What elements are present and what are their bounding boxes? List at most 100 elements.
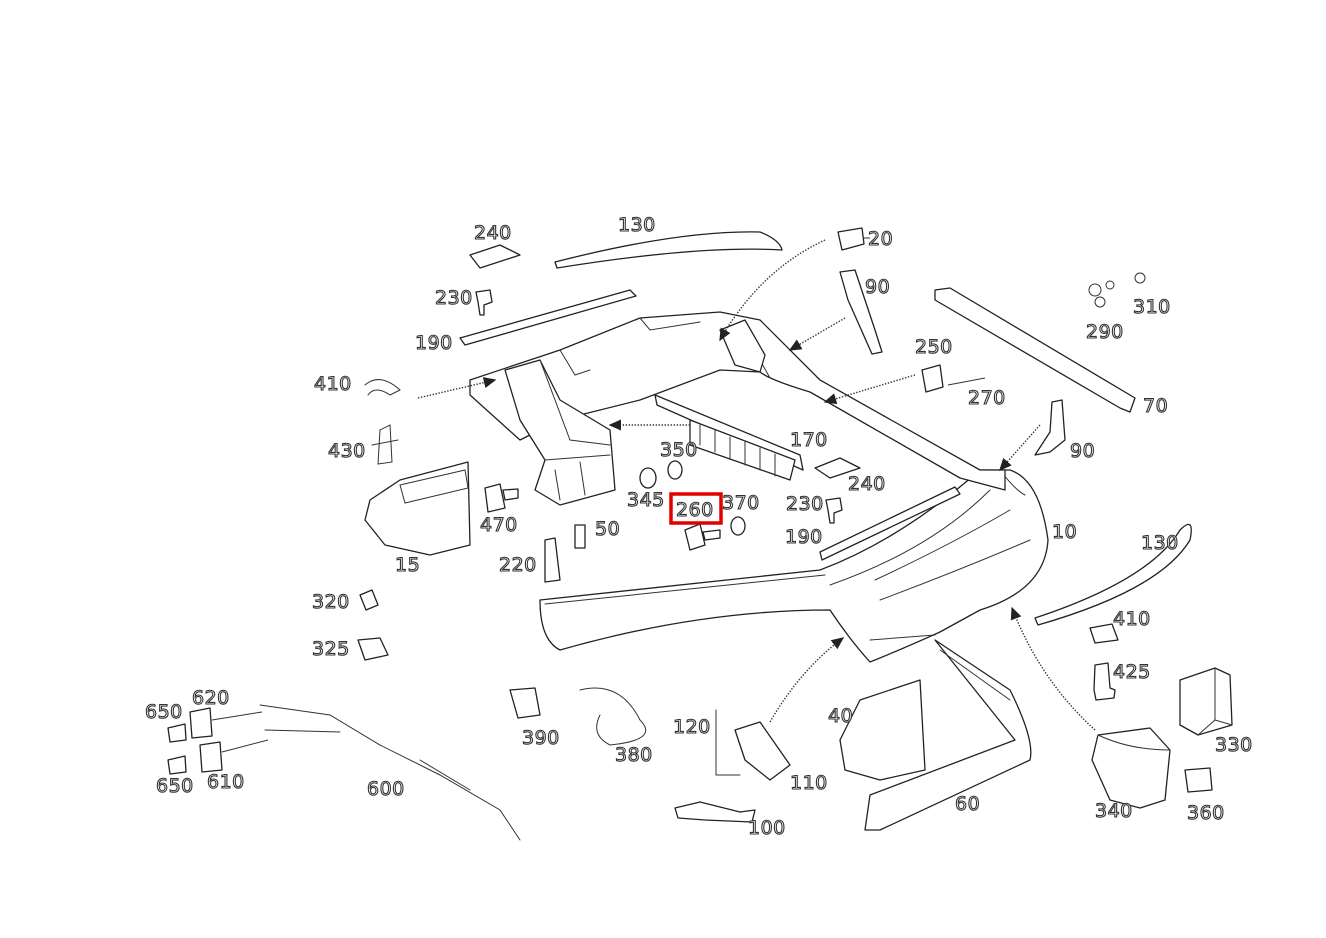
bracket-110 xyxy=(734,721,791,781)
side-bracket-part xyxy=(504,359,616,506)
callout-190-right: 190 xyxy=(785,526,823,548)
module-330 xyxy=(1179,667,1233,736)
clip-430 xyxy=(371,424,399,465)
callout-310: 310 xyxy=(1133,296,1171,318)
harness-600 xyxy=(259,704,521,841)
callout-230-top: 230 xyxy=(435,287,473,309)
guide-strip-190-left xyxy=(459,289,637,346)
callout-410-right: 410 xyxy=(1113,608,1151,630)
callout-260: 260 xyxy=(676,499,714,521)
guide-strip-190-right xyxy=(819,486,961,561)
clip-410-left xyxy=(364,379,401,396)
callout-270: 270 xyxy=(968,387,1006,409)
bolt-470 xyxy=(484,483,519,513)
sensor-620 xyxy=(189,707,263,739)
callout-325: 325 xyxy=(312,638,350,660)
arrow-90 xyxy=(788,317,846,351)
callout-380: 380 xyxy=(615,744,653,766)
callout-360: 360 xyxy=(1187,802,1225,824)
callout-250: 250 xyxy=(915,336,953,358)
callout-170: 170 xyxy=(790,429,828,451)
bumper-carrier-part xyxy=(469,311,1006,491)
bracket-250 xyxy=(921,364,944,393)
callout-130-top: 130 xyxy=(618,214,656,236)
callout-470: 470 xyxy=(480,514,518,536)
pin-50 xyxy=(574,524,586,549)
callout-220: 220 xyxy=(499,554,537,576)
callout-320: 320 xyxy=(312,591,350,613)
callout-430: 430 xyxy=(328,440,366,462)
bolt-260 xyxy=(684,523,721,551)
clip-410-right xyxy=(1089,623,1119,644)
callout-15: 15 xyxy=(395,554,420,576)
callout-330: 330 xyxy=(1215,734,1253,756)
callout-10: 10 xyxy=(1052,521,1077,543)
leader-270 xyxy=(947,377,986,386)
bracket-320 xyxy=(359,589,379,611)
clip-220 xyxy=(544,537,561,583)
callout-120: 120 xyxy=(673,716,711,738)
sensor-610 xyxy=(199,739,269,773)
callout-190-left: 190 xyxy=(415,332,453,354)
callout-600: 600 xyxy=(367,778,405,800)
bolt-425 xyxy=(1093,662,1116,701)
arrow-20 xyxy=(719,239,826,342)
pin-230-top xyxy=(475,289,493,316)
callout-350: 350 xyxy=(660,439,698,461)
arrow-410 xyxy=(417,377,497,399)
callout-90-right: 90 xyxy=(1070,440,1095,462)
clip-20 xyxy=(837,227,865,251)
pin-230-right xyxy=(825,497,843,524)
bracket-325 xyxy=(357,637,389,661)
grommet-650-bottom xyxy=(167,755,187,775)
nut-345 xyxy=(639,467,657,489)
arrow-250 xyxy=(823,374,916,405)
callout-410-left: 410 xyxy=(314,373,352,395)
callout-345: 345 xyxy=(627,489,665,511)
callout-20: 20 xyxy=(868,228,893,250)
callout-40: 40 xyxy=(828,705,853,727)
washer-370 xyxy=(730,516,746,536)
bracket-100 xyxy=(674,801,756,823)
arrow-40 xyxy=(769,637,845,723)
fastener-cluster-290-310 xyxy=(1088,272,1146,308)
highlight-box-260 xyxy=(669,492,723,525)
connector-360 xyxy=(1184,767,1213,793)
callout-90-top: 90 xyxy=(865,276,890,298)
mount-rail-170 xyxy=(654,394,804,481)
callout-610: 610 xyxy=(207,771,245,793)
callout-100: 100 xyxy=(748,817,786,839)
callout-340: 340 xyxy=(1095,800,1133,822)
trim-strip-130-right xyxy=(1034,523,1192,626)
pin-120 xyxy=(715,709,741,776)
callout-230-right: 230 xyxy=(786,493,824,515)
callout-130-right: 130 xyxy=(1141,532,1179,554)
trim-strip-130-top xyxy=(554,231,783,269)
harness-380 xyxy=(579,687,647,746)
pad-240-right xyxy=(814,457,861,479)
callout-370: 370 xyxy=(722,492,760,514)
lower-trim-part xyxy=(864,639,1032,831)
housing-340 xyxy=(1091,727,1171,809)
callout-290: 290 xyxy=(1086,321,1124,343)
callout-620: 620 xyxy=(192,687,230,709)
callout-240-right: 240 xyxy=(848,473,886,495)
callout-390: 390 xyxy=(522,727,560,749)
washer-350 xyxy=(667,460,683,480)
grommet-650-top xyxy=(167,723,187,743)
callout-60: 60 xyxy=(955,793,980,815)
bracket-90-right xyxy=(1034,399,1066,456)
arrow-90b xyxy=(999,424,1041,472)
trim-strip-70 xyxy=(934,287,1136,413)
callout-110: 110 xyxy=(790,772,828,794)
callout-240-top: 240 xyxy=(474,222,512,244)
connector-390 xyxy=(509,687,541,719)
bumper-end-left-part xyxy=(364,461,471,556)
bracket-90-top xyxy=(839,269,883,355)
callout-650-bottom: 650 xyxy=(156,775,194,797)
callout-50: 50 xyxy=(595,518,620,540)
callout-425: 425 xyxy=(1113,661,1151,683)
skirt-bracket-part xyxy=(839,679,926,781)
callout-70: 70 xyxy=(1143,395,1168,417)
